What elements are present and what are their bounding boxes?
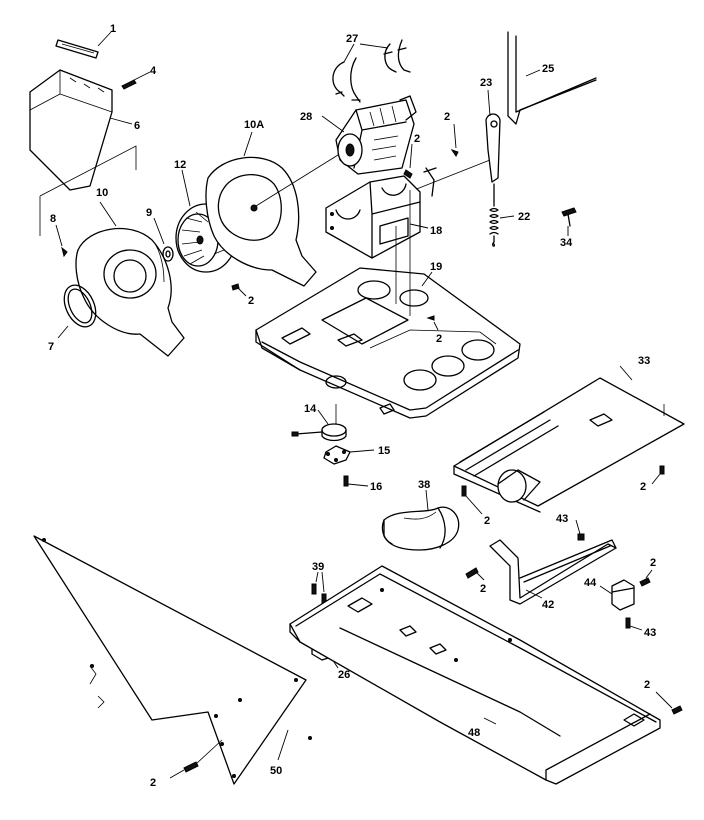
callout-9: 9 [146,207,152,219]
part-2-screw-duct [659,465,665,475]
part-23-idler-bracket [485,113,501,183]
callout-7: 7 [48,341,54,353]
callout-19: 19 [430,261,442,273]
callout-34: 34 [560,237,573,249]
part-14-roller [291,404,347,442]
part-2-screw-panel [183,761,199,773]
callout-2-base-right: 2 [644,679,650,691]
part-34-screw [561,207,577,227]
part-10-blower-housing [75,227,185,357]
part-2-screw-fan [231,283,240,291]
callout-2-base: 2 [436,333,442,345]
part-18-motor-mount [325,175,421,259]
part-42-support-bracket [489,539,617,605]
part-1-lint-screen-cap [55,39,99,59]
callout-22: 22 [518,211,530,223]
part-43-screw-top [577,533,585,541]
part-8-screw [61,246,68,258]
callout-2-fan: 2 [248,295,254,307]
part-38-duct-elbow [381,506,460,551]
part-28-drive-motor [335,95,417,175]
part-4-screw [121,79,137,90]
part-7-blower-seal [63,284,97,328]
callout-10a: 10A [244,119,264,131]
callout-12: 12 [174,159,186,171]
callout-2-right: 2 [650,557,656,569]
callout-16: 16 [370,481,382,493]
part-19-base-plate [255,267,521,419]
callout-2-bracket: 2 [480,583,486,595]
part-50-back-panel [33,535,312,785]
callout-18: 18 [430,225,442,237]
part-48-base-frame [289,565,661,785]
callout-42: 42 [542,599,554,611]
callout-4: 4 [150,65,157,77]
callout-33: 33 [638,355,650,367]
callout-2-motor-top: 2 [444,111,450,123]
part-43-screw-bottom [625,617,631,629]
callout-25: 25 [542,63,554,75]
part-2-screw-motor [403,169,413,179]
part-2-screw-duct2 [461,485,467,497]
callout-38: 38 [418,479,430,491]
part-9-washer [162,246,174,262]
part-25-cabinet-panel [507,31,597,125]
part-2-screw-bracket [465,567,479,579]
callout-50: 50 [270,765,282,777]
callout-2-duct: 2 [640,481,646,493]
callout-44: 44 [584,577,597,589]
callout-14: 14 [304,403,317,415]
callout-2-motor: 2 [414,133,420,145]
callout-8: 8 [50,213,56,225]
part-2-screw-base [426,315,435,321]
part-6-lint-duct [29,69,113,191]
callout-2-panel: 2 [150,777,156,789]
part-22-idler-spring [489,183,499,247]
callout-28: 28 [300,111,312,123]
callout-15: 15 [378,445,390,457]
callout-6: 6 [134,120,140,132]
callout-1: 1 [110,23,116,35]
callout-26: 26 [338,669,350,681]
part-10a-blower-housing-rear [205,156,317,287]
part-44-clip [611,579,635,611]
part-2-screw-base-right [671,705,683,715]
callout-48: 48 [468,727,480,739]
part-33-exhaust-duct [453,377,685,513]
callout-27: 27 [346,33,358,45]
callout-39: 39 [312,561,324,573]
part-16-screw [343,475,349,487]
part-2-screw-right [639,577,651,587]
callout-43-top: 43 [556,513,568,525]
callout-10: 10 [96,187,108,199]
part-15-roller-bracket [323,445,351,465]
part-2-screw-motor-top [450,149,459,157]
callout-2-duct2: 2 [484,515,490,527]
part-27-motor-clamps [332,39,411,103]
callout-23: 23 [480,77,492,89]
callout-43-bot: 43 [644,627,656,639]
